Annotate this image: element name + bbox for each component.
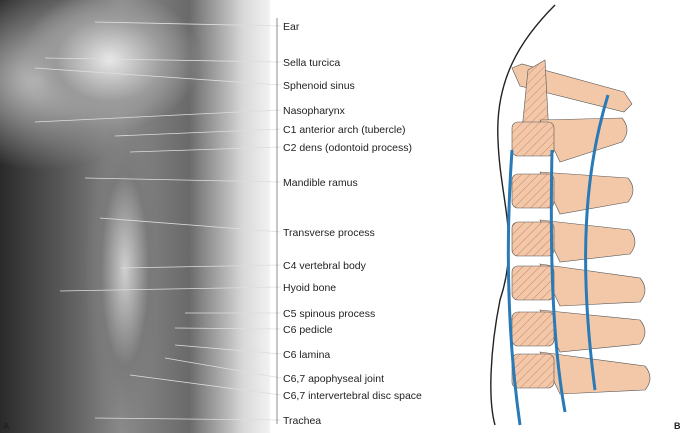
vertebral-body	[511, 311, 555, 347]
leader-line	[94, 21, 282, 27]
anatomy-label: Sphenoid sinus	[283, 80, 355, 92]
leader-line	[34, 109, 282, 123]
anterior-vertebral-line	[506, 149, 522, 426]
anatomy-label: C4 vertebral body	[283, 260, 367, 272]
leader-line	[119, 264, 282, 269]
posterior-element	[539, 117, 628, 163]
posterior-element	[539, 351, 651, 395]
anatomy-label: Sella turcica	[283, 57, 340, 69]
vertebral-body	[511, 173, 555, 209]
anatomy-label: C1 anterior arch (tubercle)	[283, 124, 406, 136]
vertebral-body	[511, 265, 555, 301]
anatomy-label: Mandible ramus	[283, 177, 358, 189]
anatomy-label: Nasopharynx	[283, 105, 346, 117]
posterior-element	[539, 171, 634, 215]
cervical-spine-xray	[0, 0, 270, 433]
leader-line	[59, 286, 282, 292]
panel-a-letter: A	[3, 421, 10, 431]
vertebral-body	[511, 221, 555, 257]
leader-line	[34, 67, 282, 86]
anatomy-label: C6 lamina	[283, 349, 330, 361]
posterior-element	[539, 219, 636, 263]
anatomy-label: Hyoid bone	[283, 282, 336, 294]
leader-line	[99, 217, 282, 233]
anatomy-label: C2 dens (odontoid process)	[283, 142, 412, 154]
leader-line	[94, 417, 282, 421]
anatomy-label: C6,7 apophyseal joint	[283, 373, 384, 385]
anatomy-label: C6,7 intervertebral disc space	[283, 390, 422, 402]
leader-line	[84, 177, 282, 183]
anatomy-label: Transverse process	[283, 227, 375, 239]
leader-line	[44, 57, 282, 63]
vertebral-body	[511, 353, 555, 389]
spinolaminar-line	[584, 94, 610, 391]
posterior-element	[539, 263, 646, 307]
neck-skin-outline	[490, 4, 556, 426]
posterior-element	[539, 309, 646, 353]
leader-line	[174, 344, 282, 355]
leader-line	[129, 146, 282, 153]
cervical-spine-diagram	[490, 4, 651, 426]
leader-line	[114, 128, 282, 137]
anatomy-label: C5 spinous process	[283, 308, 375, 320]
anatomy-label: Trachea	[283, 415, 321, 427]
panel-b-letter: B	[674, 421, 681, 431]
anatomy-label: Ear	[283, 21, 300, 33]
anatomy-label: C6 pedicle	[283, 324, 333, 336]
leader-line	[174, 327, 282, 330]
leader-line	[164, 357, 282, 379]
posterior-vertebral-line	[549, 149, 567, 413]
leader-line	[129, 374, 282, 396]
vertebral-body	[511, 121, 555, 157]
